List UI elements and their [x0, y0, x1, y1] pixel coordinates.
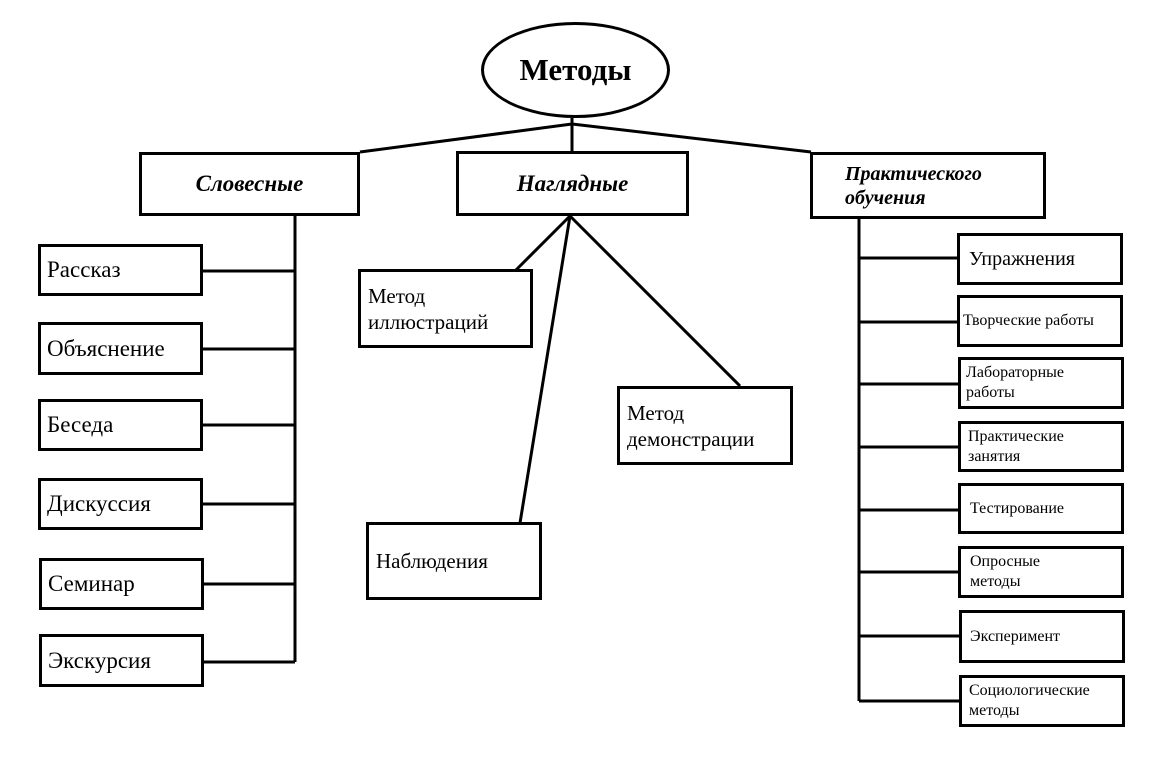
method-label: Экскурсия: [48, 647, 151, 673]
method-label: Объяснение: [47, 335, 165, 361]
method-sotsiologicheskie-metody: Социологические методы: [959, 675, 1125, 727]
method-label: Опросные методы: [970, 553, 1041, 590]
link-root-slovesnye: [359, 122, 573, 154]
method-label: Дискуссия: [47, 491, 151, 516]
method-label: Семинар: [48, 571, 135, 596]
method-demonstratsii: Метод демонстрации: [617, 386, 793, 465]
link-nabl: [518, 215, 572, 524]
category-label: Словесные: [195, 171, 304, 196]
link-illustr: [514, 214, 572, 272]
category-label: Наглядные: [516, 170, 629, 196]
method-beseda: Беседа: [38, 399, 203, 451]
link-demo: [568, 214, 742, 388]
method-obyasnenie: Объяснение: [38, 322, 203, 375]
root-label: Методы: [519, 52, 632, 87]
category-prakticheskogo-obucheniya: Практического обучения: [810, 152, 1046, 219]
method-tvorcheskie-raboty: Творческие работы: [957, 295, 1123, 347]
method-label: Наблюдения: [376, 549, 488, 573]
category-label: Практического обучения: [845, 162, 982, 209]
method-label: Лабораторные работы: [966, 364, 1064, 401]
method-label: Творческие работы: [963, 312, 1094, 329]
method-label: Эксперимент: [970, 627, 1061, 645]
category-slovesnye: Словесные: [139, 152, 360, 216]
method-label: Тестирование: [970, 499, 1064, 517]
method-seminar: Семинар: [39, 558, 204, 610]
method-oprosnye-metody: Опросные методы: [958, 546, 1124, 598]
link-root-prakticheskie: [571, 122, 812, 154]
root-node-metody: Методы: [481, 22, 670, 118]
method-testirovanie: Тестирование: [958, 483, 1124, 534]
method-ekskursiya: Экскурсия: [39, 634, 204, 687]
method-illyustratsiy: Метод иллюстраций: [358, 269, 533, 348]
method-rasskaz: Рассказ: [38, 244, 203, 296]
method-eksperiment: Эксперимент: [959, 610, 1125, 663]
method-nablyudeniya: Наблюдения: [366, 522, 542, 600]
method-label: Беседа: [47, 412, 114, 437]
method-label: Практические занятия: [968, 427, 1064, 465]
method-label: Метод иллюстраций: [368, 283, 489, 334]
method-uprazhneniya: Упражнения: [957, 233, 1123, 285]
method-laboratornye-raboty: Лабораторные работы: [958, 357, 1124, 409]
category-naglyadnye: Наглядные: [456, 151, 689, 216]
method-label: Социологические методы: [969, 682, 1090, 719]
method-prakticheskie-zanyatiya: Практические занятия: [958, 421, 1124, 472]
method-label: Рассказ: [47, 257, 121, 282]
method-label: Упражнения: [969, 248, 1075, 270]
method-label: Метод демонстрации: [627, 400, 755, 451]
method-diskussiya: Дискуссия: [38, 478, 203, 530]
